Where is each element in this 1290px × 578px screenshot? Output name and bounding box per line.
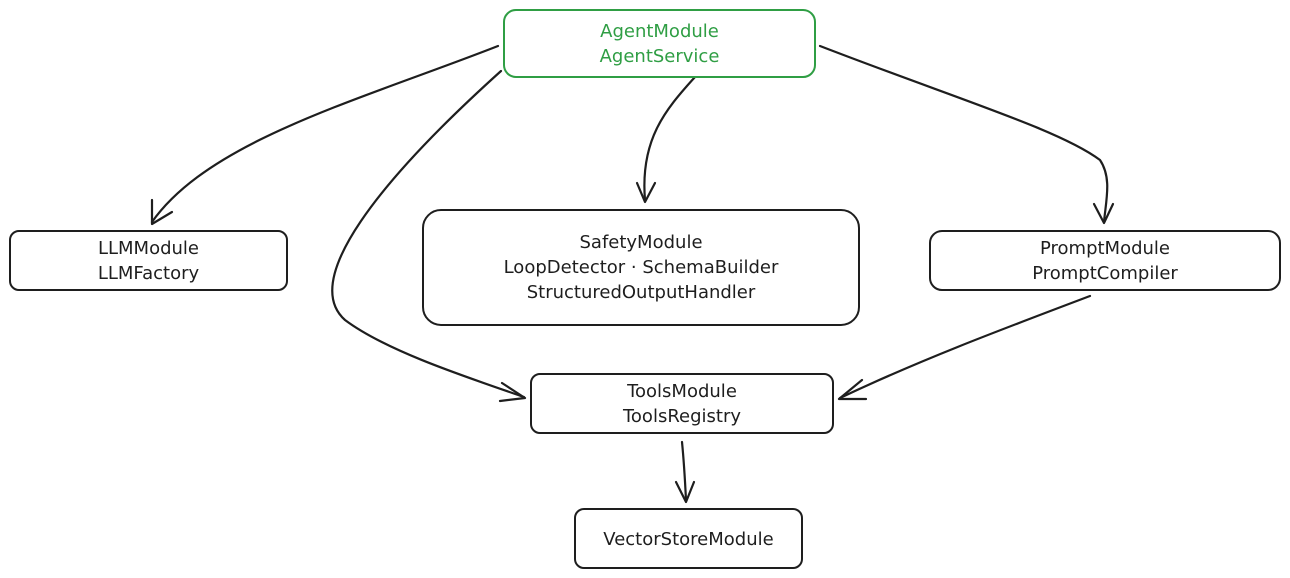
node-line: AgentModule <box>600 21 719 42</box>
edge-tools-to-vector <box>680 440 688 502</box>
node-box <box>503 9 816 78</box>
node-vector-store-module[interactable]: VectorStoreModule <box>574 508 803 569</box>
edge-agent-to-safety <box>643 75 697 202</box>
node-box <box>574 508 803 569</box>
node-prompt-module[interactable]: PromptModule PromptCompiler <box>929 230 1281 291</box>
node-line: ToolsModule <box>626 381 737 402</box>
node-box <box>929 230 1281 291</box>
node-line: LoopDetector · SchemaBuilder <box>504 257 779 278</box>
node-box <box>9 230 288 291</box>
arrowhead-tools-to-vector <box>674 480 696 504</box>
node-box <box>530 373 834 434</box>
arrowhead-agent-to-prompt <box>1092 202 1115 225</box>
node-line: ToolsRegistry <box>622 406 741 427</box>
arrowhead-prompt-to-tools <box>837 378 868 401</box>
edge-agent-to-llm <box>150 44 500 224</box>
node-line: StructuredOutputHandler <box>527 282 756 303</box>
node-line: AgentService <box>600 46 720 67</box>
node-tools-module[interactable]: ToolsModule ToolsRegistry <box>530 373 834 434</box>
edges <box>150 44 1115 504</box>
arrowhead-agent-to-safety <box>635 181 657 204</box>
node-line: PromptCompiler <box>1032 263 1178 284</box>
node-line: LLMModule <box>98 238 199 259</box>
arrowhead-agent-to-llm <box>150 198 174 226</box>
node-line: PromptModule <box>1040 238 1170 259</box>
node-line: LLMFactory <box>98 263 200 284</box>
edge-agent-to-tools <box>331 69 526 399</box>
node-llm-module[interactable]: LLMModule LLMFactory <box>9 230 288 291</box>
node-safety-module[interactable]: SafetyModule LoopDetector · SchemaBuilde… <box>422 209 860 326</box>
node-line: SafetyModule <box>579 232 702 253</box>
edge-prompt-to-tools <box>838 294 1092 400</box>
node-box <box>422 209 860 326</box>
node-agent-module[interactable]: AgentModule AgentService <box>503 9 816 78</box>
arrowhead-agent-to-tools <box>498 381 527 403</box>
node-line: VectorStoreModule <box>603 529 773 550</box>
edge-agent-to-prompt <box>818 44 1109 224</box>
